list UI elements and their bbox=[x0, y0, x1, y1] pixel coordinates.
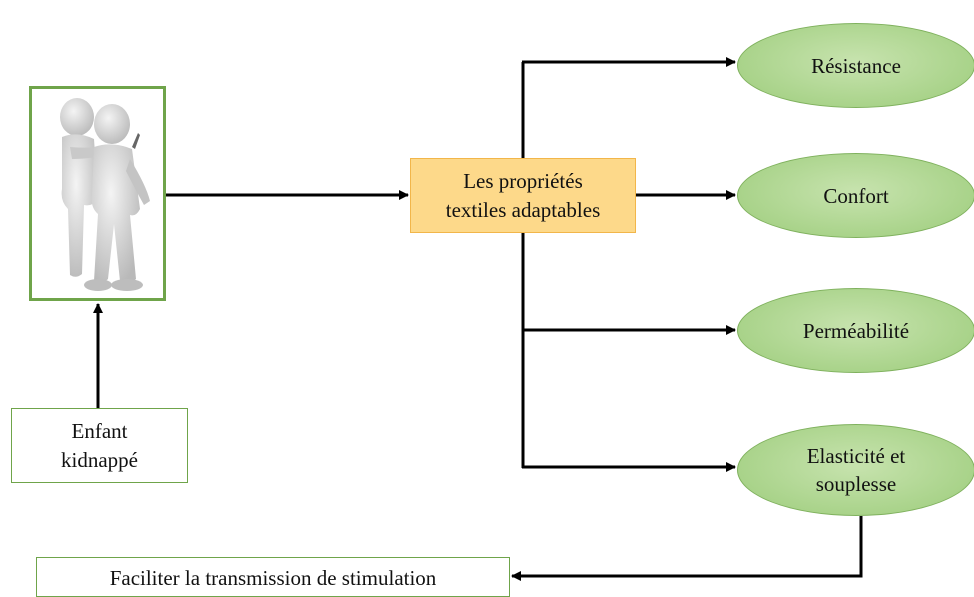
property-node-resistance: Résistance bbox=[737, 23, 974, 108]
stimulation-box: Faciliter la transmission de stimulation bbox=[36, 557, 510, 597]
adaptable-properties-label: Les propriétés textiles adaptables bbox=[445, 168, 601, 222]
property-node-confort: Confort bbox=[737, 153, 974, 238]
arrow-elasticite-to-stimulation bbox=[511, 516, 863, 581]
property-label-confort: Confort bbox=[823, 183, 889, 208]
kidnapped-child-label: Enfant kidnappé bbox=[61, 418, 138, 472]
adaptable-properties-box: Les propriétés textiles adaptables bbox=[410, 158, 636, 233]
property-label-resistance: Résistance bbox=[811, 53, 901, 78]
property-node-elasticite: Elasticité et souplesse bbox=[737, 424, 974, 516]
figure-box bbox=[29, 86, 166, 301]
property-label-elasticite: Elasticité et souplesse bbox=[806, 444, 906, 496]
stimulation-label: Faciliter la transmission de stimulation bbox=[109, 566, 437, 590]
property-node-permeabilite: Perméabilité bbox=[737, 288, 974, 373]
property-label-permeabilite: Perméabilité bbox=[802, 318, 910, 343]
two-person-figure-icon bbox=[60, 98, 150, 291]
kidnapped-child-box: Enfant kidnappé bbox=[11, 408, 188, 483]
